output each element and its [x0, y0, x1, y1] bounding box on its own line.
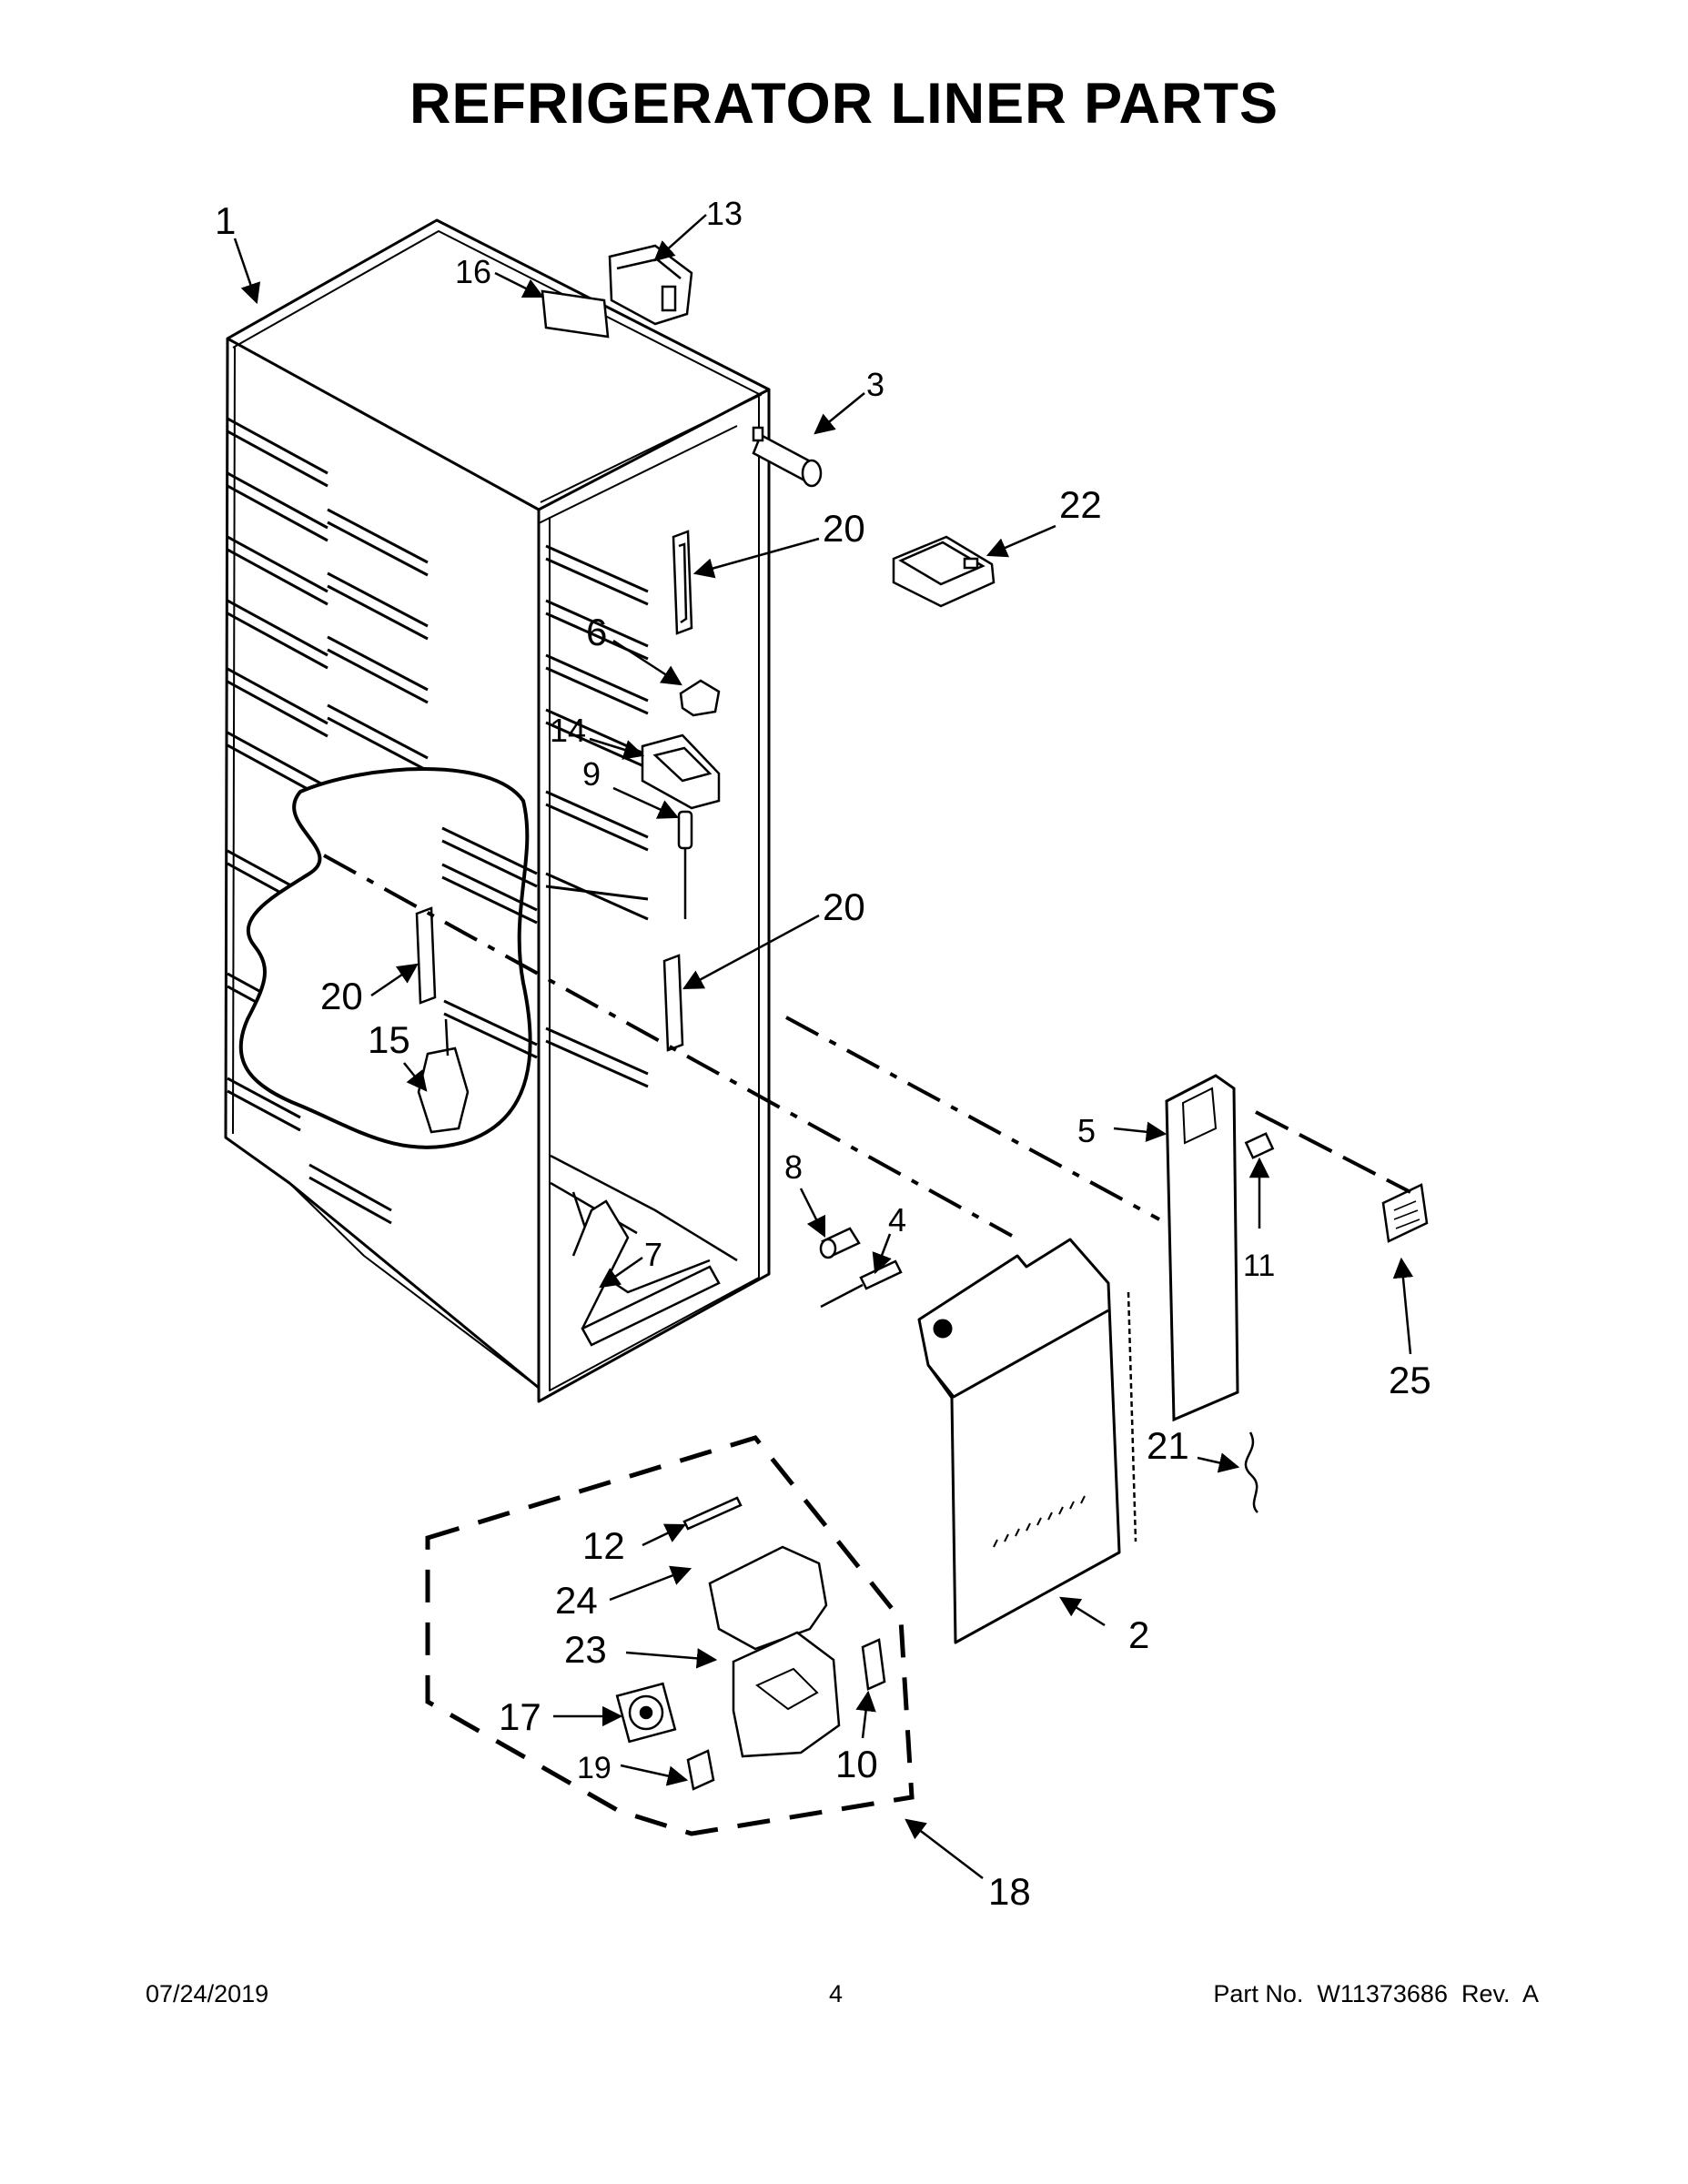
callout-14: 14	[550, 712, 587, 749]
part-23-housing	[732, 1631, 841, 1758]
cutaway-internals	[441, 826, 538, 1059]
part-11-module	[1244, 1132, 1275, 1159]
part-19-switch	[686, 1749, 715, 1791]
callout-22: 22	[1059, 483, 1102, 526]
part-17-fan	[615, 1682, 677, 1744]
callout-4: 4	[888, 1201, 907, 1239]
callout-19: 19	[577, 1751, 612, 1785]
callout-24: 24	[555, 1579, 598, 1622]
callout-3: 3	[866, 366, 885, 403]
callout-17: 17	[499, 1695, 541, 1738]
part-4-probe	[820, 1259, 903, 1309]
part-6-clip	[679, 679, 721, 717]
callout-2: 2	[1128, 1613, 1150, 1656]
part-21-wire	[1127, 1291, 1258, 1542]
kit-18-outline	[425, 1435, 915, 1836]
part-16-label	[541, 289, 610, 339]
callout-23: 23	[564, 1628, 607, 1671]
callout-21: 21	[1147, 1424, 1189, 1467]
part-3-cylinder	[752, 426, 823, 488]
part-14-housing	[641, 733, 721, 810]
part-20-light-lower	[662, 954, 684, 1052]
callout-16: 16	[455, 253, 492, 290]
leader-arrows	[233, 214, 1414, 1879]
callout-20-cutaway: 20	[320, 975, 363, 1017]
callout-20-upper: 20	[823, 507, 865, 550]
part-8-plug	[819, 1227, 861, 1259]
left-wall-ribs	[227, 417, 429, 1225]
part-12-gasket	[682, 1496, 743, 1531]
part-9-sensor	[677, 810, 693, 919]
callout-12: 12	[582, 1524, 625, 1567]
callout-15: 15	[368, 1018, 410, 1061]
callout-1: 1	[215, 199, 237, 242]
callout-9: 9	[582, 755, 601, 793]
part-20-light-cutaway	[415, 906, 437, 1005]
part-13-bracket	[608, 244, 693, 326]
part-22-control-board	[892, 535, 996, 608]
part-10-module	[861, 1638, 886, 1691]
cutaway-outline	[238, 767, 532, 1149]
callout-8: 8	[784, 1148, 804, 1186]
assembly-line-grille	[1255, 1110, 1411, 1194]
callout-10: 10	[835, 1743, 878, 1785]
footer-part-number: Part No. W11373686 Rev. A	[1213, 1980, 1539, 2007]
callout-7: 7	[644, 1236, 663, 1273]
callout-18: 18	[988, 1870, 1031, 1913]
page-title: REFRIGERATOR LINER PARTS	[409, 72, 1279, 136]
callout-13: 13	[706, 195, 743, 232]
footer-page-number: 4	[829, 1980, 844, 2007]
callout-6: 6	[586, 611, 608, 653]
part-7-heater	[571, 1199, 721, 1347]
part-25-grille	[1381, 1183, 1429, 1243]
footer-date: 07/24/2019	[146, 1980, 269, 2007]
callout-20-lower: 20	[823, 885, 865, 928]
part-15-harness	[417, 1018, 470, 1134]
part-5-panel	[1165, 1074, 1239, 1422]
assembly-line-main	[323, 854, 1013, 1238]
part-24-frame	[708, 1545, 828, 1651]
assembly-line-panel	[785, 1016, 1160, 1221]
callout-11: 11	[1243, 1249, 1276, 1283]
callout-25: 25	[1389, 1359, 1431, 1401]
callout-5: 5	[1077, 1112, 1097, 1149]
part-2-evaporator-cover	[917, 1238, 1121, 1644]
part-20-light-upper	[672, 530, 693, 635]
